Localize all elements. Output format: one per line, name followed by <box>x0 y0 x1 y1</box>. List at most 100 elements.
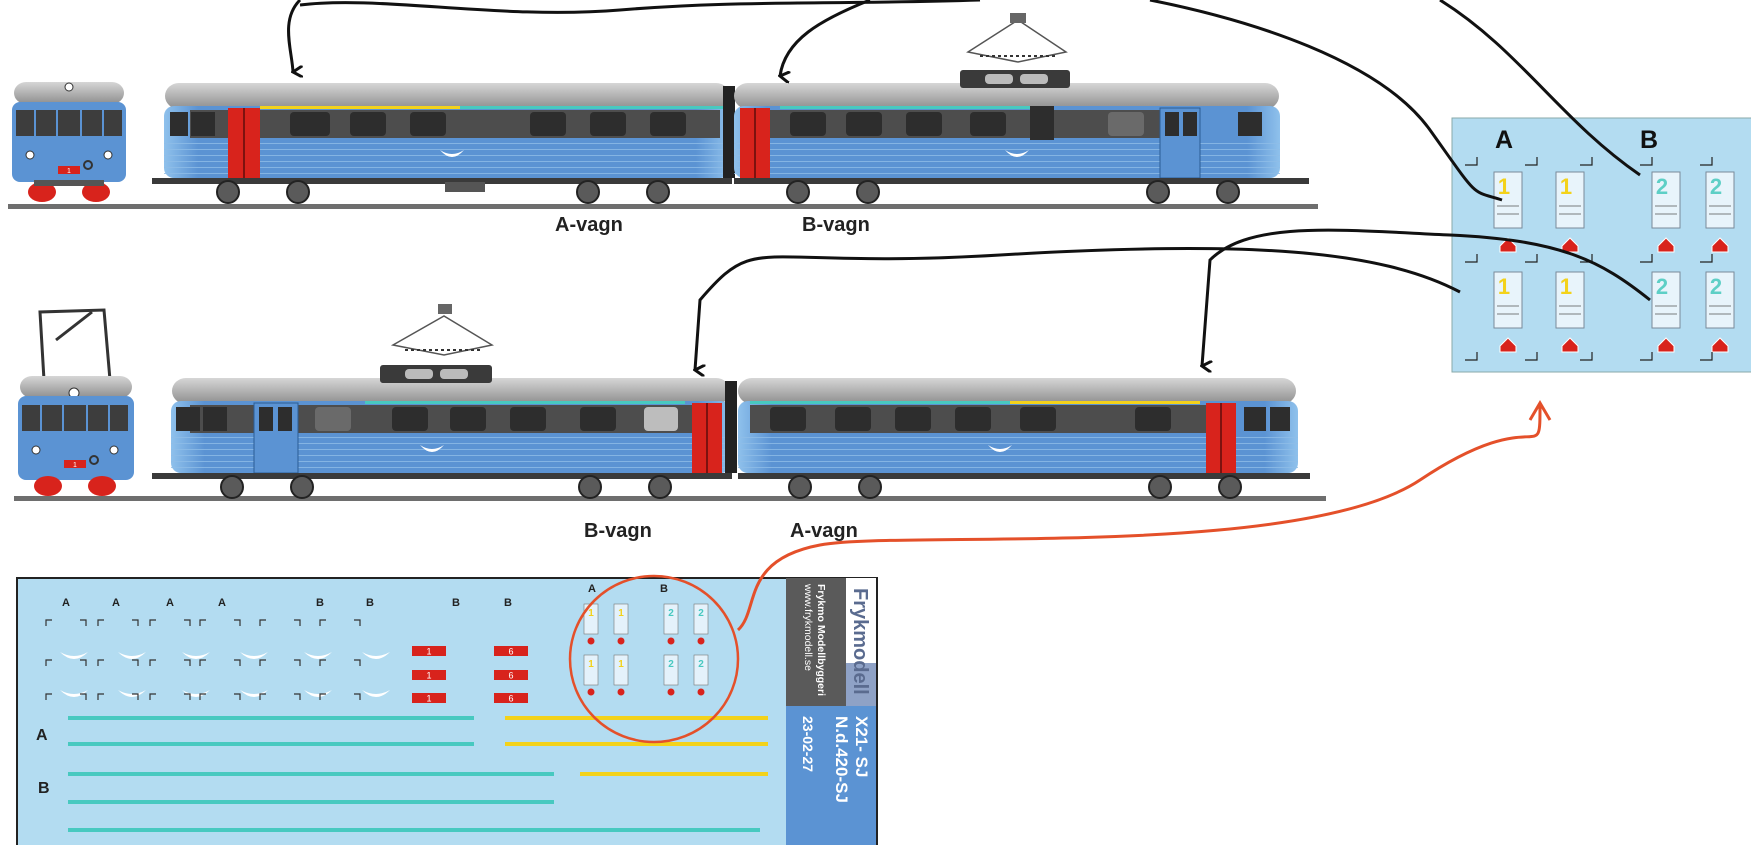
number-plate-text: 1 <box>426 694 431 704</box>
top-b-car <box>734 13 1309 204</box>
zoom-warning-badge <box>1561 337 1579 353</box>
sheet-letter: A <box>166 597 174 609</box>
top-coupling <box>723 86 735 178</box>
logo-decal <box>304 690 332 697</box>
maker-line1: Frykmo Modellbyggeri <box>815 584 827 696</box>
logo-decal <box>240 690 268 697</box>
bottom-rail <box>14 496 1326 501</box>
callout-arrow <box>736 404 1542 632</box>
mini-decal-digit: 2 <box>668 659 674 670</box>
mini-decal <box>583 654 599 686</box>
logo-decal <box>182 652 210 659</box>
bottom-a-label: A-vagn <box>790 520 858 542</box>
mini-warning-dot <box>697 688 705 696</box>
mini-warning-dot <box>587 637 595 645</box>
logo-decal <box>240 652 268 659</box>
zoom-corner-mark <box>1465 157 1478 166</box>
corner-mark <box>45 659 87 666</box>
corner-mark <box>45 693 87 700</box>
logo-decal <box>362 652 390 659</box>
sheet-letter: B <box>316 597 324 609</box>
top-a-car <box>152 83 732 204</box>
arrow-a-top <box>287 0 300 72</box>
top-train: 1 <box>8 13 1318 236</box>
corner-mark <box>319 619 361 626</box>
mini-warning-dot <box>697 637 705 645</box>
zoom-warning-badge <box>1711 337 1729 353</box>
bottom-a-car <box>738 378 1310 499</box>
number-plate <box>494 693 528 703</box>
mini-warning-dot <box>587 688 595 696</box>
logo-decal <box>60 652 88 659</box>
number-plate-text: 6 <box>508 671 513 681</box>
mini-decal <box>663 654 679 686</box>
zoom-corner-mark <box>1580 157 1593 166</box>
sheet-letter: B <box>504 597 512 609</box>
bottom-train: 1 <box>14 304 1326 542</box>
stripe-label-b: B <box>38 780 50 797</box>
mini-decal-digit: 1 <box>618 608 624 619</box>
circle-letter-a: A <box>588 583 596 595</box>
zoom-col-b: B <box>1640 126 1658 154</box>
zoom-decal <box>1555 171 1585 229</box>
corner-mark <box>149 659 191 666</box>
bottom-b-car <box>152 304 732 499</box>
top-front-view: 1 <box>12 82 126 202</box>
number-plate <box>412 646 446 656</box>
zoom-corner-mark <box>1525 254 1538 263</box>
arrow-b-top <box>780 0 871 76</box>
number-plate-text: 1 <box>426 647 431 657</box>
zoom-decal <box>1705 271 1735 329</box>
zoom-corner-mark <box>1640 254 1653 263</box>
sheet-letter: A <box>218 597 226 609</box>
zoom-decal <box>1493 271 1523 329</box>
mini-warning-dot <box>667 637 675 645</box>
corner-mark <box>149 619 191 626</box>
number-plate-text: 6 <box>508 694 513 704</box>
top-rail <box>8 204 1318 209</box>
zoom-decal-digit: 1 <box>1560 274 1572 299</box>
zoom-corner-mark <box>1525 352 1538 361</box>
top-front-plate <box>58 166 80 174</box>
zoom-corner-mark <box>1640 352 1653 361</box>
corner-mark <box>149 693 191 700</box>
corner-mark <box>199 693 241 700</box>
logo-decal <box>182 690 210 697</box>
zoom-col-a: A <box>1495 126 1513 154</box>
zoom-warning-badge <box>1657 237 1675 253</box>
zoom-corner-mark <box>1640 157 1653 166</box>
bottom-pantograph <box>380 304 495 383</box>
number-plate-text: 6 <box>508 647 513 657</box>
zoom-warning-badge <box>1657 337 1675 353</box>
zoom-warning-badge <box>1499 337 1517 353</box>
zoom-decal-digit: 1 <box>1498 174 1510 199</box>
corner-mark <box>319 659 361 666</box>
zoom-decal-digit: 2 <box>1656 274 1668 299</box>
mini-warning-dot <box>667 688 675 696</box>
title-line2: N.d.420-SJ <box>832 716 851 803</box>
curve-to-panel-b <box>1439 0 1641 177</box>
logo-decal <box>304 652 332 659</box>
sheet-letter: B <box>452 597 460 609</box>
corner-mark <box>97 693 139 700</box>
info-strip: Frykmodell Frykmo Modellbyggeri www.fryk… <box>786 578 876 845</box>
top-pantograph <box>960 13 1070 88</box>
number-plate <box>494 670 528 680</box>
mini-decal-digit: 1 <box>588 659 594 670</box>
number-plate <box>412 693 446 703</box>
stripes <box>68 716 768 832</box>
zoom-decal-digit: 2 <box>1710 174 1722 199</box>
top-a-label: A-vagn <box>555 214 623 236</box>
curve-lower-1 <box>695 246 1461 370</box>
zoom-decal-digit: 1 <box>1560 174 1572 199</box>
zoom-decal <box>1705 171 1735 229</box>
callout-arrow-head <box>1528 400 1552 421</box>
corner-mark <box>97 659 139 666</box>
callout-circle <box>568 574 740 744</box>
zoom-decal <box>1555 271 1585 329</box>
bottom-front-view: 1 <box>18 308 134 496</box>
mini-decal-digit: 2 <box>668 608 674 619</box>
mini-decal <box>613 654 629 686</box>
